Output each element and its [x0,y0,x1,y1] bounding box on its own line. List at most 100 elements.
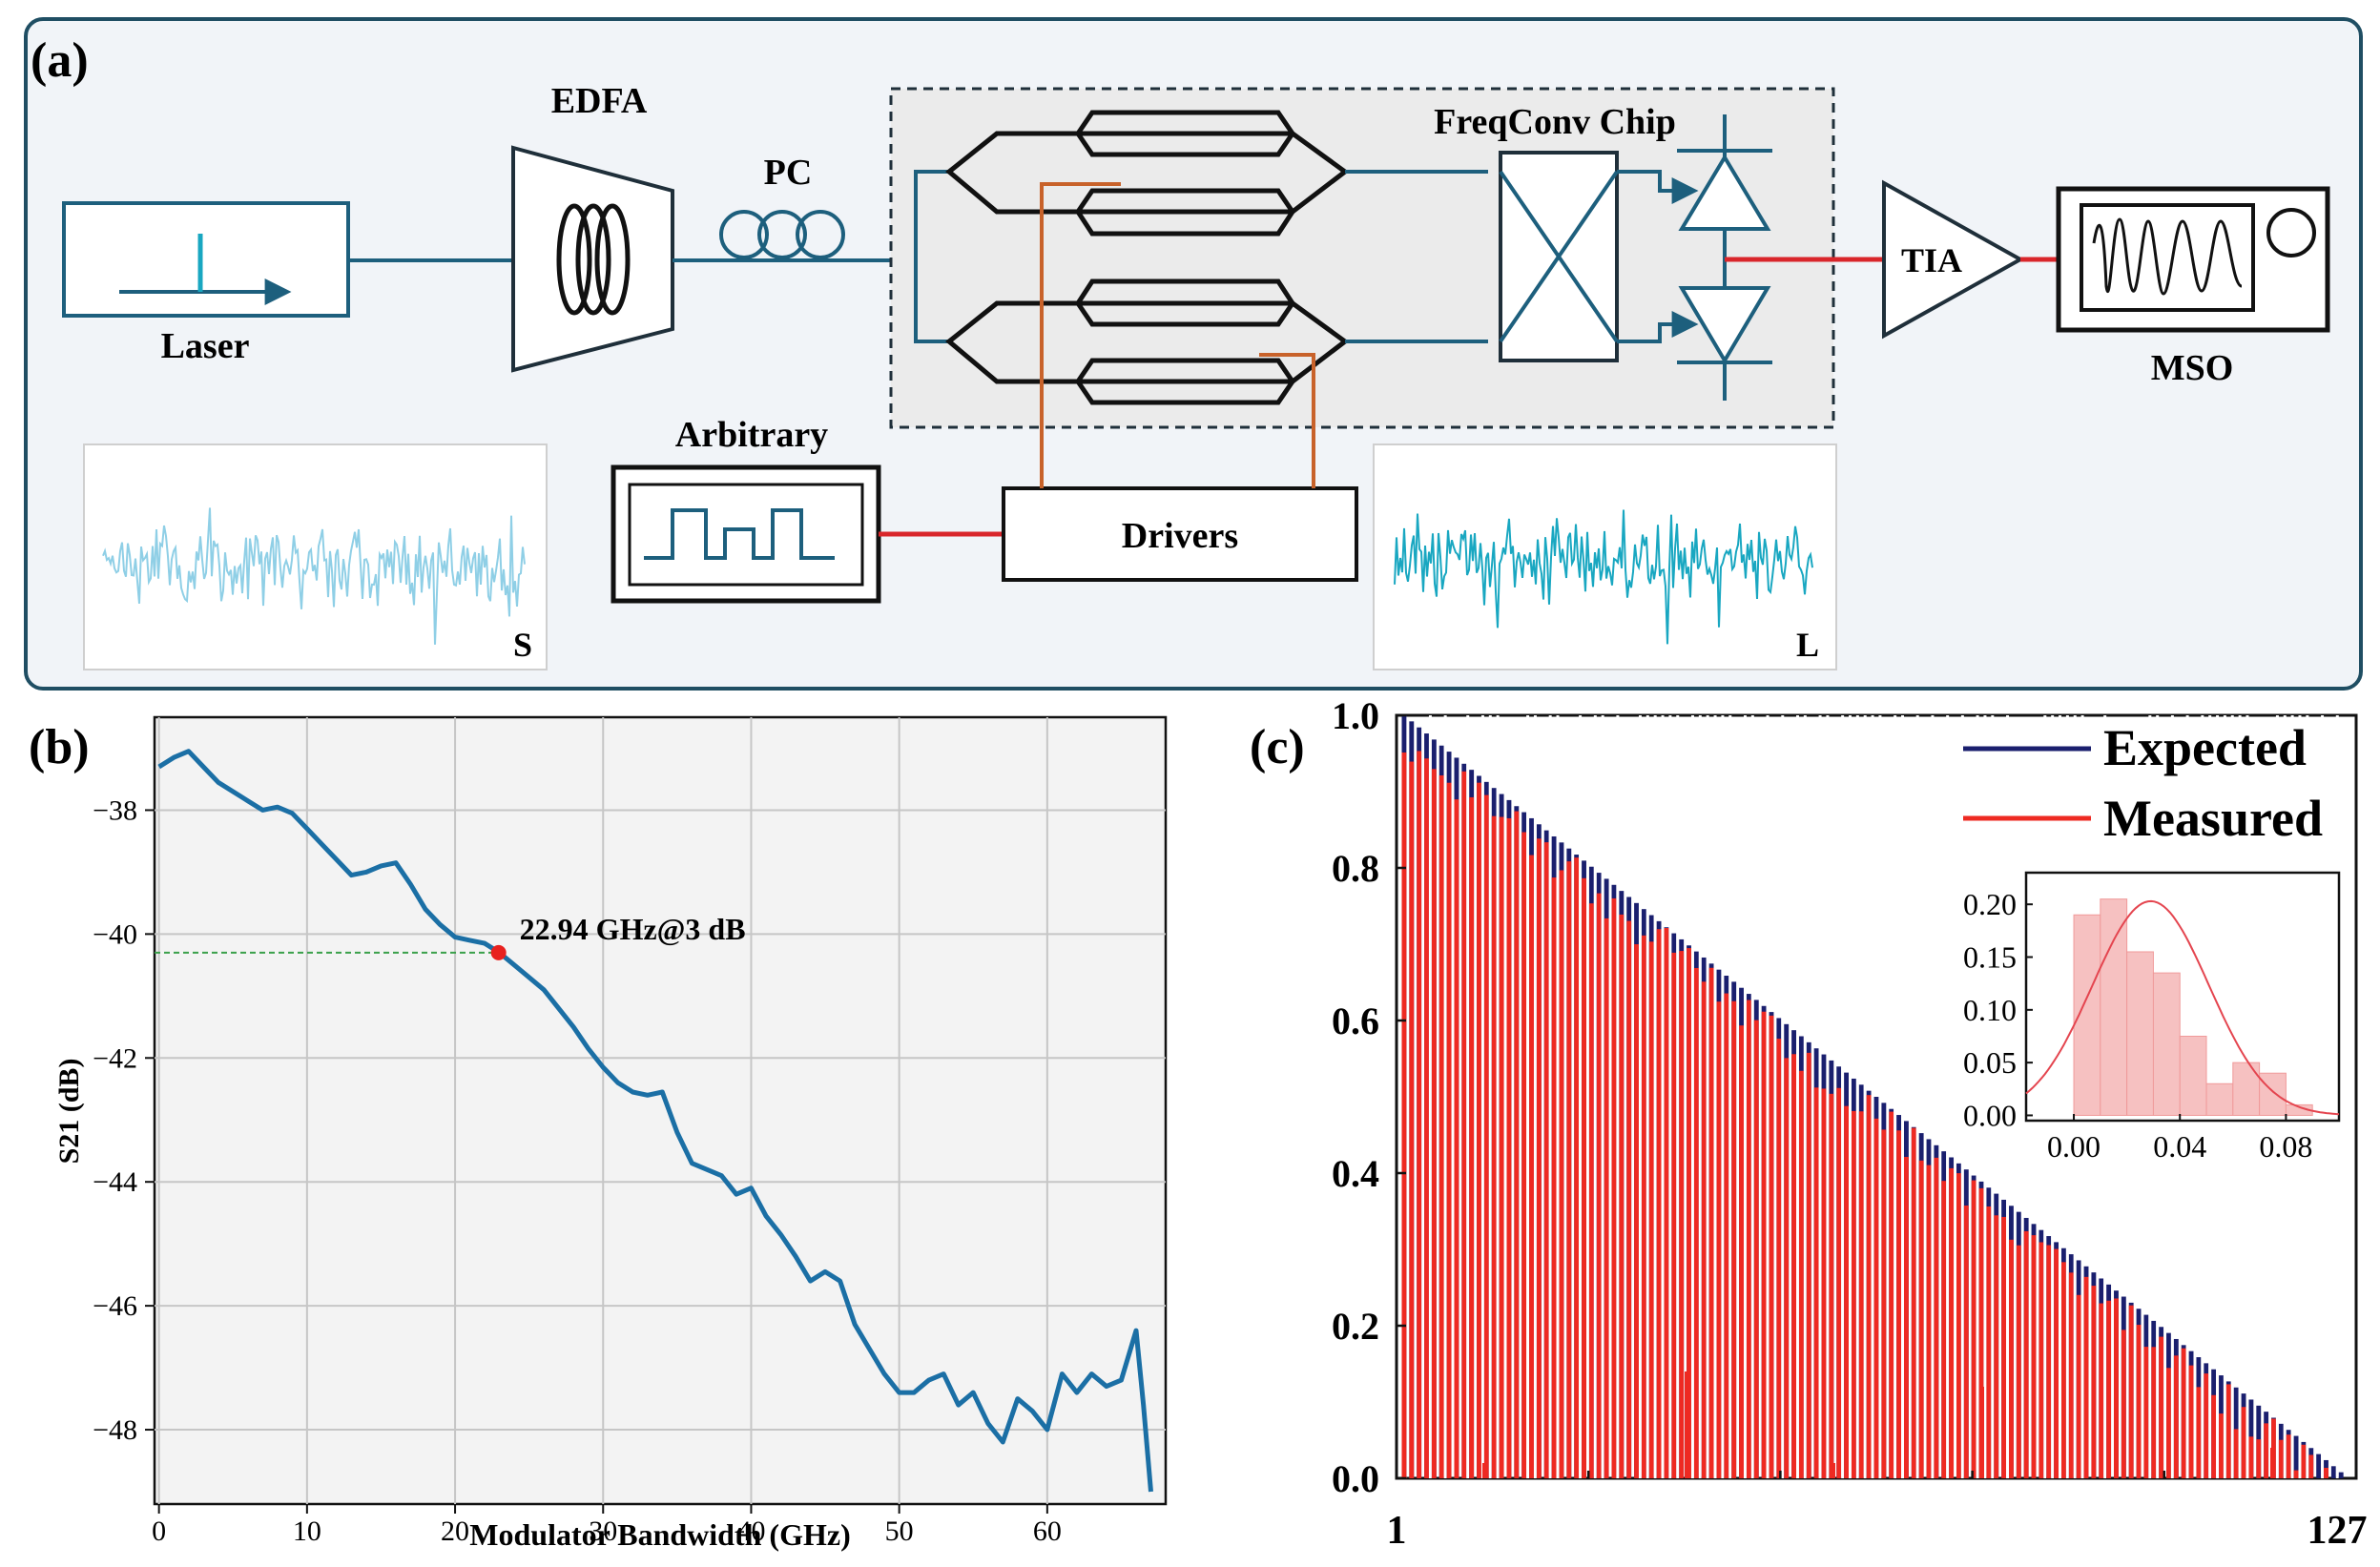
bar-measured [1978,1187,1984,1478]
bar-measured [1671,952,1677,1478]
bar-gap [1871,715,1874,1478]
bar-gap [1766,715,1769,1478]
bar-ytick-label: 0.0 [1332,1457,1379,1500]
bar-measured [1934,1157,1939,1478]
bar-measured [2106,1300,2112,1478]
inset-xtick-label: 0.04 [2153,1129,2206,1164]
bar-spike [1685,1371,1688,1478]
s21-xtick-label: 10 [293,1515,321,1547]
s21-xlabel: Modulator Bandwidth (GHz) [469,1517,850,1552]
laser-box [62,201,350,318]
bar-measured [2293,1470,2299,1478]
bar-measured [1889,1111,1894,1478]
bar-gap [1593,715,1597,1478]
bar-measured [2009,1239,2014,1478]
inset-ytick-label: 0.15 [1963,940,2017,975]
bar-measured [1693,967,1699,1478]
bar-gap [1653,715,1657,1478]
bar-spike [1482,1463,1486,1478]
bar-measured [2173,1355,2179,1478]
bar-measured [1918,1160,1924,1478]
bar-measured [1469,796,1475,1478]
bar-gap [1698,715,1702,1478]
drivers-box [1002,486,1358,582]
bar-measured [1994,1215,1999,1478]
bar-measured [1896,1130,1902,1478]
bar-measured [1731,1000,1737,1478]
legend-expected-label: Expected [2103,719,2307,776]
bar-gap [1915,715,1919,1478]
inset-hist-bar [2152,972,2181,1116]
s21-annotation: 22.94 GHz@3 dB [520,912,746,946]
bar-measured [1588,903,1594,1478]
bar-gap [1946,715,1950,1478]
s21-ylabel: S21 (dB) [53,1059,85,1165]
bar-gap [1443,715,1447,1478]
bar-measured [2159,1336,2164,1478]
drivers-label: Drivers [1122,516,1238,556]
bar-measured [2001,1216,2007,1478]
bar-measured [2286,1434,2291,1478]
bar-measured [1506,817,1512,1478]
s21-xtick-label: 0 [152,1515,166,1547]
bar-measured [2143,1347,2149,1478]
inset-hist-bar [2205,1082,2234,1116]
bar-measured [2188,1365,2194,1478]
laser-label: Laser [161,326,250,366]
bar-gap [1488,715,1492,1478]
s21-xtick-label: 40 [736,1515,765,1547]
bar-gap [2006,715,2010,1478]
bar-measured [1431,769,1437,1478]
bar-ytick-label: 0.4 [1332,1152,1379,1195]
bar-measured [1566,861,1572,1478]
bar-gap [1750,715,1754,1478]
bar-measured [2099,1303,2104,1478]
bar-measured [1619,914,1625,1478]
mso-label: MSO [2151,348,2234,388]
pc-coil-icon [719,210,845,259]
bar-measured [1536,838,1542,1478]
bar-measured [1873,1118,1879,1478]
bar-measured [1529,855,1534,1478]
bar-measured [2241,1407,2246,1478]
inset-ytick-label: 0.00 [1963,1098,2017,1132]
s21-xtick-label: 50 [885,1515,914,1547]
chip-frame [889,87,1835,429]
s21-xtick-label: 60 [1033,1515,1062,1547]
bar-gap [1983,715,1987,1478]
bar-measured [1903,1157,1909,1478]
bar-xtick-label-last: 127 [2308,1509,2368,1553]
bar-measured [1409,761,1415,1478]
bar-expected [2338,1472,2344,1478]
bar-measured [1836,1087,1842,1478]
inset-hist-bar [2126,951,2154,1116]
bar-measured [1611,897,1617,1478]
bar-measured [1701,981,1707,1478]
bar-measured [2233,1429,2239,1478]
bar-gap [1668,715,1672,1478]
inset-gaussian-fit [2025,899,2340,1116]
inset-hist-bar [2179,1035,2207,1116]
edfa-coil-icon [556,203,631,316]
bar-measured [2039,1242,2044,1478]
bar-spike [1980,1387,1984,1478]
bar-measured [1858,1111,1864,1478]
bar-measured [1461,771,1467,1478]
bar-ytick-label: 0.6 [1332,1000,1379,1042]
bar-measured [1784,1058,1790,1478]
inset-xtick-label: 0.08 [2259,1129,2312,1164]
bar-measured [2136,1325,2142,1478]
bar-spike [2270,1448,2274,1478]
bar-gap [1878,715,1882,1478]
bar-gap [1728,715,1732,1478]
bar-measured [1417,751,1422,1478]
bar-ytick-label: 1.0 [1332,694,1379,737]
s21-xtick-label: 20 [441,1515,469,1547]
s21-ytick-label: −48 [93,1414,137,1446]
bar-measured [1776,1039,1782,1478]
bar-measured [1724,993,1729,1478]
bar-measured [1971,1180,1976,1478]
bar-measured [2151,1347,2157,1478]
arbitrary-label: Arbitrary [675,415,828,455]
